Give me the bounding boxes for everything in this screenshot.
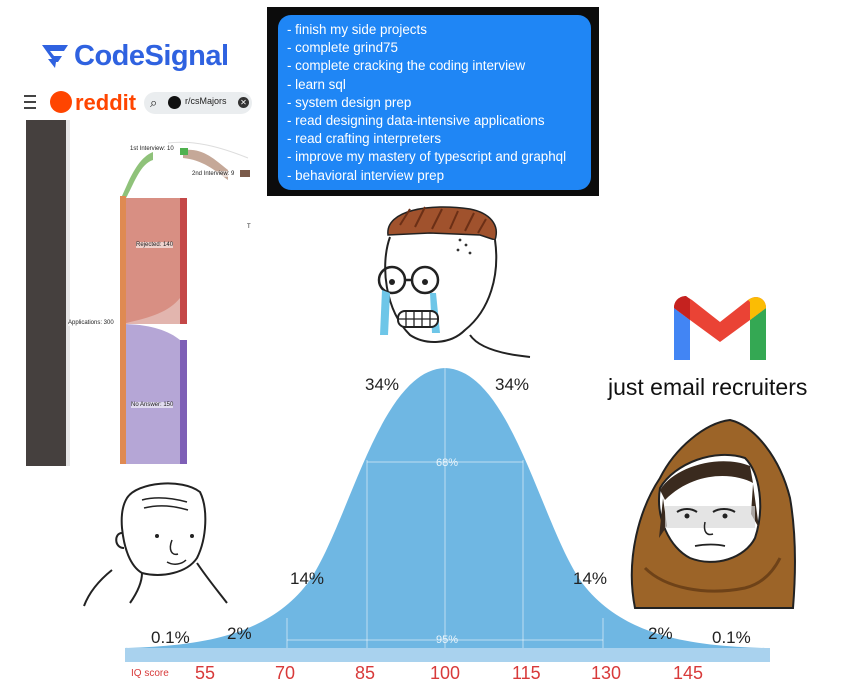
flow-first-interview bbox=[122, 152, 153, 198]
inner-label-68: 68% bbox=[436, 457, 459, 469]
todo-note-screenshot: - finish my side projects - complete gri… bbox=[267, 7, 599, 196]
sankey-label-no-answer: No Answer: 150 bbox=[131, 402, 174, 408]
reddit-header: reddit ⌕ r/csMajors ✕ bbox=[18, 86, 252, 118]
iq-axis-label: IQ score bbox=[131, 668, 169, 679]
todo-item: - system design prep bbox=[287, 94, 412, 110]
reddit-snoo-icon bbox=[50, 91, 72, 113]
flow-no-answer bbox=[122, 324, 180, 464]
todo-item: - behavioral interview prep bbox=[287, 167, 445, 183]
flow-second-interview bbox=[183, 149, 228, 180]
node-applications bbox=[120, 196, 126, 464]
search-subreddit-chip: r/csMajors bbox=[185, 96, 227, 106]
pct-right-14: 14% bbox=[573, 569, 608, 588]
todo-item: - improve my mastery of typescript and g… bbox=[287, 149, 567, 165]
pct-left-14: 14% bbox=[290, 569, 325, 588]
reddit-screenshot: reddit ⌕ r/csMajors ✕ 1st Interview: 10 … bbox=[18, 86, 252, 466]
gmail-caption: just email recruiters bbox=[608, 374, 808, 400]
iq-tick: 85 bbox=[355, 663, 376, 683]
pct-right-34: 34% bbox=[495, 375, 530, 394]
pct-right-far: 0.1% bbox=[712, 628, 751, 647]
iq-tick: 100 bbox=[430, 663, 461, 683]
crying-wojak-illustration bbox=[377, 206, 531, 358]
codesignal-wordmark: CodeSignal bbox=[74, 40, 229, 72]
codesignal-logo: CodeSignal bbox=[40, 38, 240, 74]
node-rejected bbox=[180, 198, 187, 324]
todo-item: - finish my side projects bbox=[287, 22, 427, 37]
reddit-wordmark[interactable]: reddit bbox=[75, 90, 137, 115]
gmail-icon bbox=[674, 296, 766, 360]
todo-item: - complete grind75 bbox=[287, 40, 398, 56]
pct-left-far: 0.1% bbox=[151, 628, 190, 647]
inner-label-95: 95% bbox=[436, 634, 459, 646]
todo-item: - complete cracking the coding interview bbox=[287, 58, 526, 74]
node-no-answer bbox=[180, 340, 187, 464]
todo-list: - finish my side projects - complete gri… bbox=[287, 21, 566, 185]
iq-tick: 70 bbox=[275, 663, 296, 683]
search-icon: ⌕ bbox=[150, 95, 158, 110]
sankey-diagram bbox=[26, 120, 250, 466]
node-second-interview bbox=[240, 170, 250, 177]
iq-bell-curve bbox=[125, 368, 770, 662]
todo-item: - learn sql bbox=[287, 76, 346, 92]
menu-icon[interactable] bbox=[24, 95, 36, 109]
sankey-label-second-interview: 2nd Interview: 9 bbox=[192, 171, 235, 177]
iq-tick: 55 bbox=[195, 663, 216, 683]
hooded-wojak-illustration bbox=[630, 418, 796, 609]
pct-left-34: 34% bbox=[365, 375, 400, 394]
sankey-label-applications: Applications: 300 bbox=[68, 320, 114, 326]
todo-item: - read designing data-intensive applicat… bbox=[287, 113, 545, 129]
sankey-dark-bar bbox=[26, 120, 66, 466]
iq-tick: 115 bbox=[512, 663, 541, 683]
close-icon[interactable]: ✕ bbox=[238, 97, 249, 108]
iq-axis-bar bbox=[125, 648, 770, 662]
iq-tick: 130 bbox=[591, 663, 622, 683]
iq-tick: 145 bbox=[673, 663, 704, 683]
sankey-label-rejected: Rejected: 140 bbox=[136, 242, 174, 248]
todo-item: - read crafting interpreters bbox=[287, 131, 442, 147]
flow-rejected bbox=[122, 198, 180, 324]
wojak-left-illustration bbox=[83, 482, 228, 607]
reddit-search-bar[interactable]: ⌕ r/csMajors ✕ bbox=[144, 92, 252, 114]
sankey-label-cut-off: T bbox=[247, 224, 251, 230]
sankey-label-first-interview: 1st Interview: 10 bbox=[130, 146, 174, 152]
pct-right-2: 2% bbox=[648, 624, 673, 643]
todo-bubble: - finish my side projects - complete gri… bbox=[278, 15, 591, 190]
node-first-interview bbox=[180, 148, 188, 155]
codesignal-logo-icon bbox=[42, 45, 68, 68]
subreddit-avatar bbox=[168, 96, 181, 109]
pct-left-2: 2% bbox=[227, 624, 252, 643]
